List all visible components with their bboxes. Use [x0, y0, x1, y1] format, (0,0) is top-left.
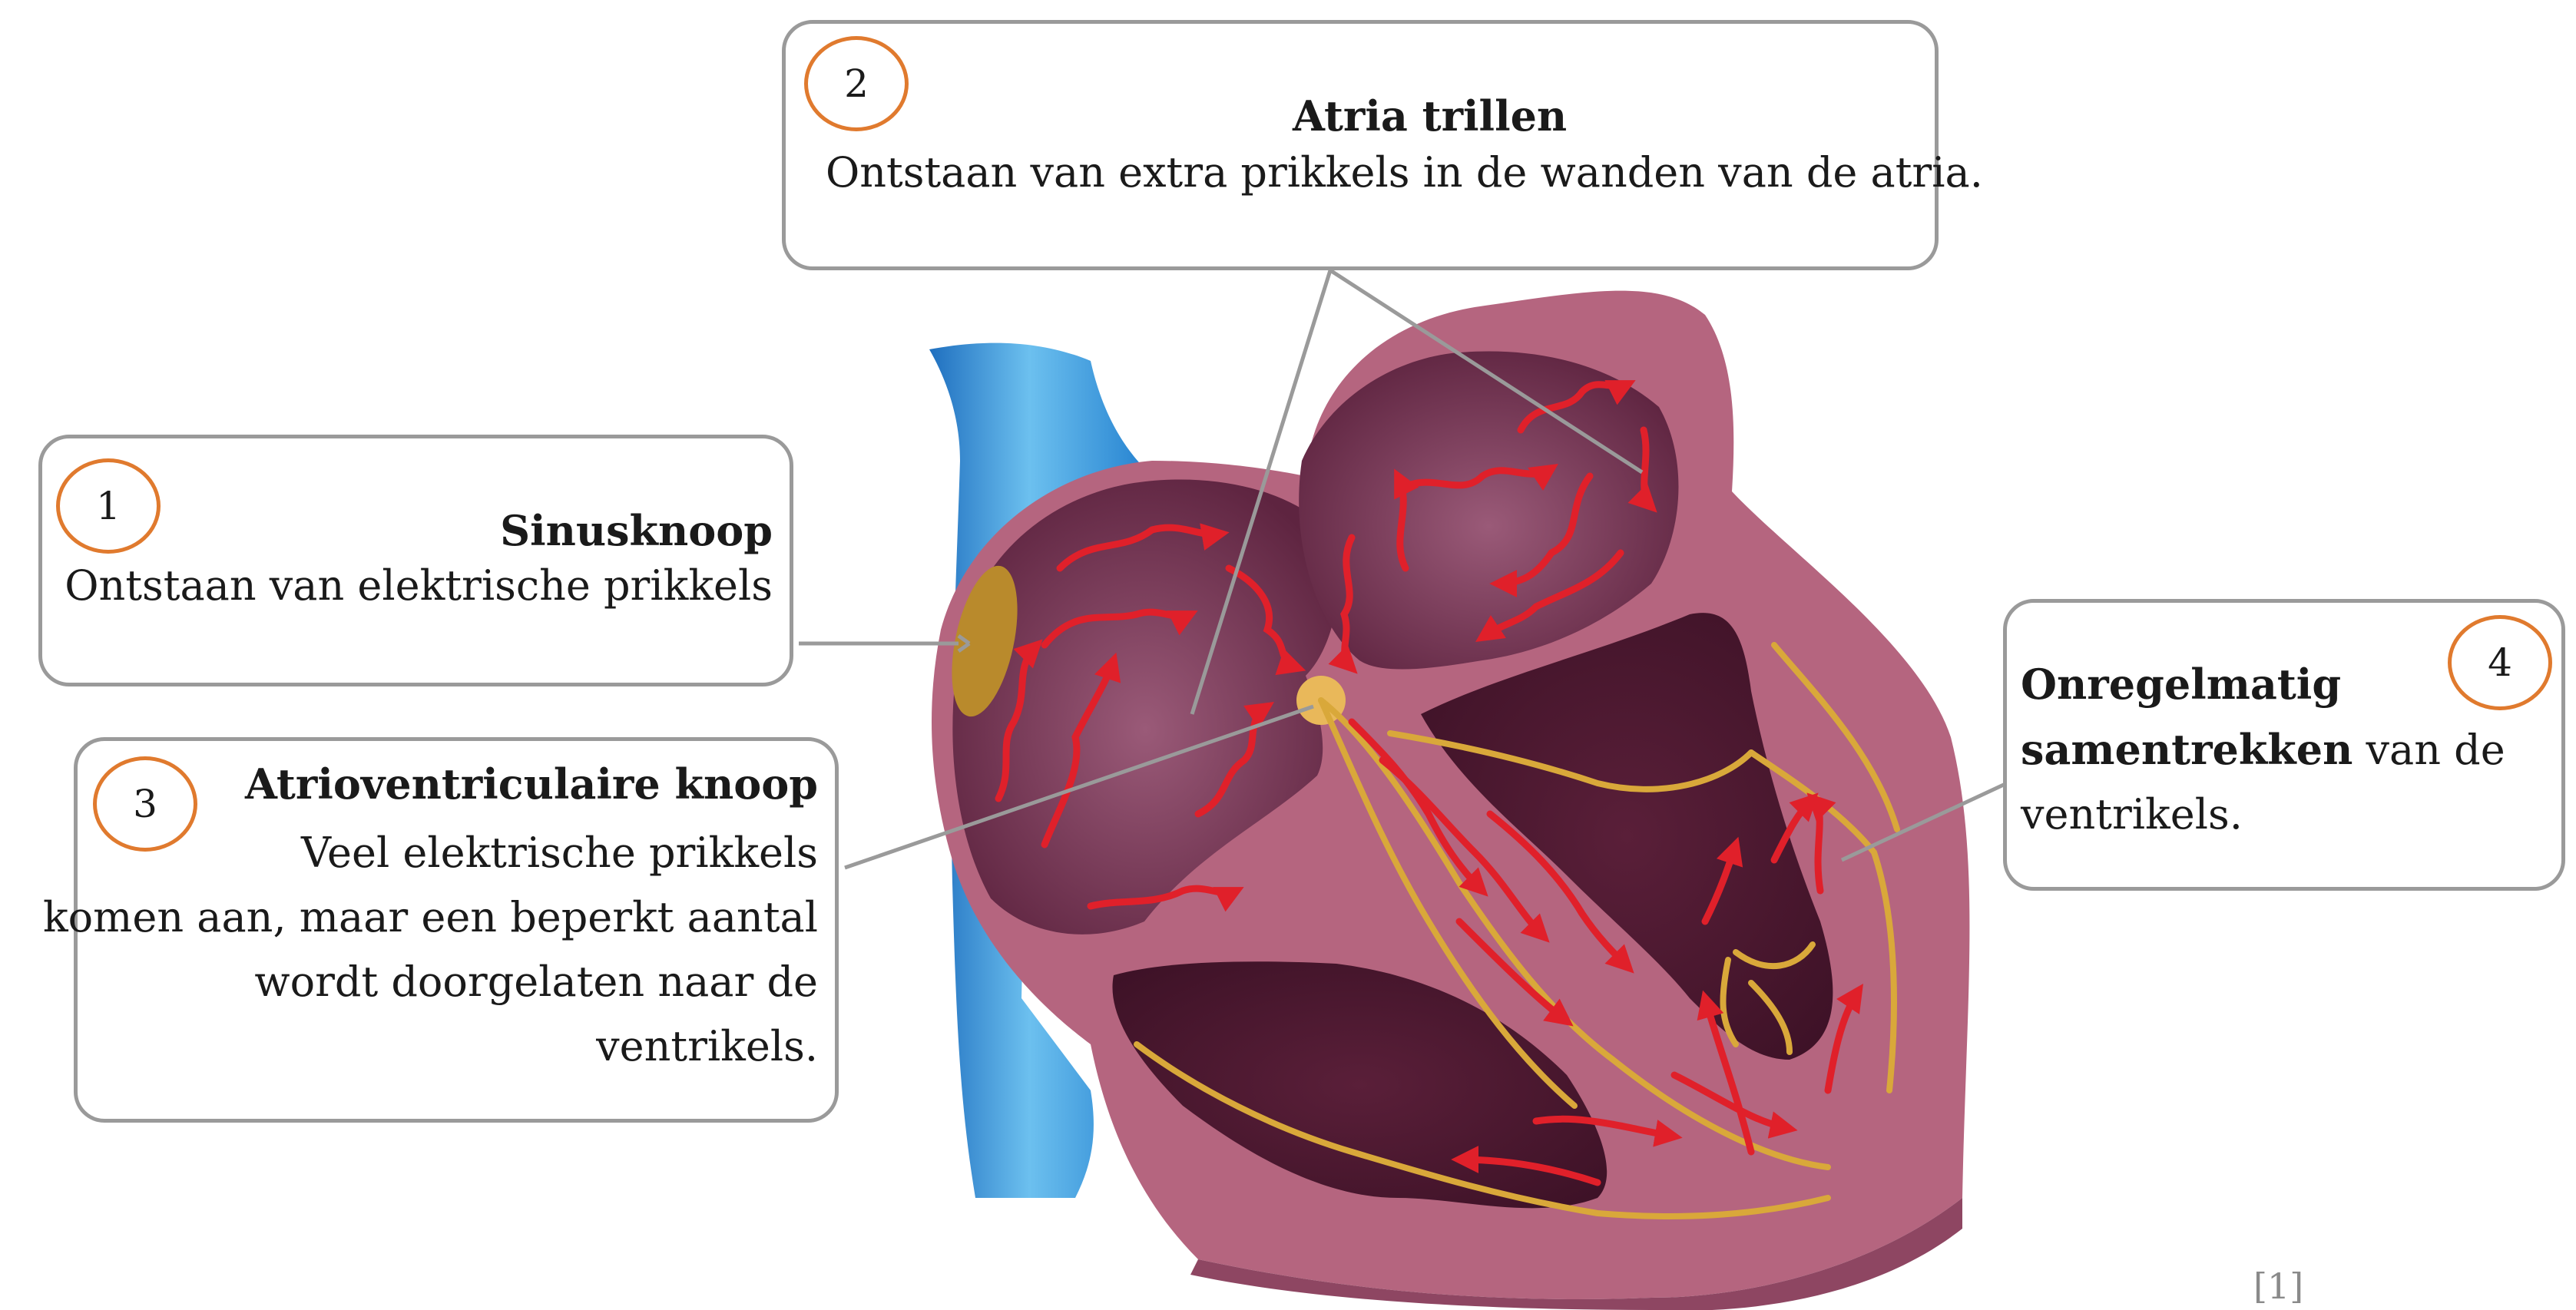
callout-text-av-line1: Veel elektrische prikkels [43, 821, 818, 885]
callout-text-av-line4: ventrikels. [43, 1014, 818, 1079]
callout-ventrikels: 4 Onregelmatig samentrekken van de ventr… [2003, 599, 2565, 891]
callout-text-av-line3: wordt doorgelaten naar de [43, 950, 818, 1014]
callout-title-sinusknoop: Sinusknoop [500, 506, 773, 555]
callout-text-av: Veel elektrische prikkels komen aan, maa… [43, 821, 818, 1079]
callout-av-knoop: 3 Atrioventriculaire knoop Veel elektris… [74, 737, 839, 1123]
callout-atria-trillen: 2 Atria trillen Ontstaan van extra prikk… [782, 20, 1939, 270]
callout-title-ventrikels-line1: Onregelmatig [2021, 660, 2341, 709]
callout-text-ventrikels: Onregelmatig samentrekken van de ventrik… [2021, 652, 2505, 847]
number-badge-1: 1 [56, 458, 161, 554]
callout-title-atria: Atria trillen [1293, 91, 1567, 141]
callout-text-atria: Ontstaan van extra prikkels in de wanden… [826, 141, 1983, 205]
callout-text-ventrikels-line3: ventrikels. [2021, 782, 2505, 847]
callout-text-av-line2: komen aan, maar een beperkt aantal [43, 885, 818, 950]
callout-title-ventrikels-line2: samentrekken [2021, 725, 2353, 774]
source-reference: [1] [2253, 1265, 2303, 1307]
number-badge-2: 2 [804, 36, 909, 131]
callout-sinusknoop: 1 Sinusknoop Ontstaan van elektrische pr… [38, 435, 793, 686]
callout-text-sinusknoop: Ontstaan van elektrische prikkels [65, 554, 773, 618]
callout-text-ventrikels-rest: van de [2353, 726, 2505, 774]
callout-title-av: Atrioventriculaire knoop [245, 759, 818, 809]
